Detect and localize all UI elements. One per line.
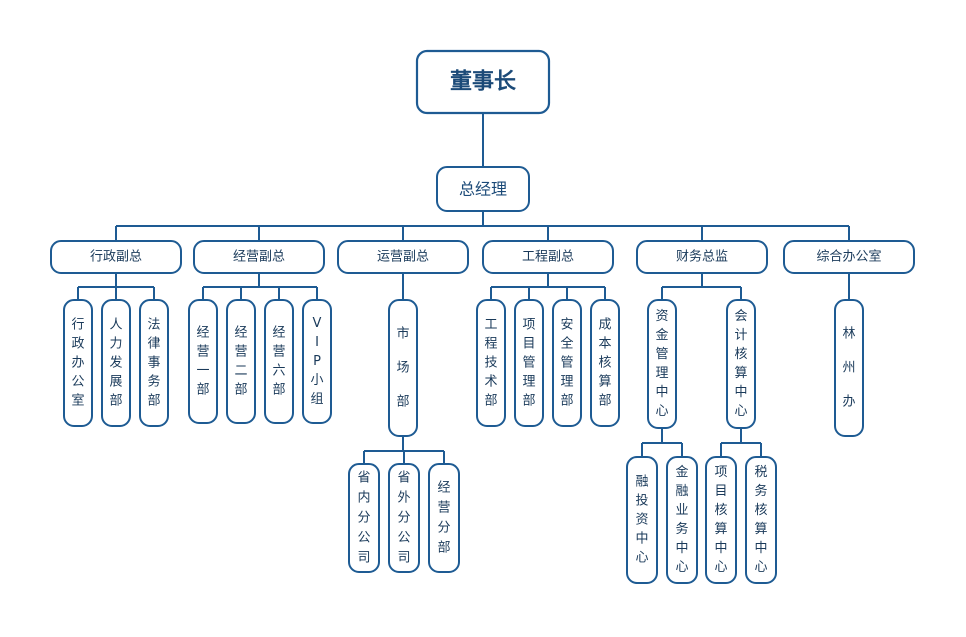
vp-node-4-label: 财务总监 <box>676 249 728 265</box>
vp-node-5: 综合办公室 <box>783 240 915 274</box>
vp-node-1-label: 经营副总 <box>233 250 285 265</box>
finance-sub-node-1-0-label: 项目核算中心 <box>714 465 727 575</box>
market-sub-node-2-box <box>428 463 460 573</box>
dept-node-4-0-label: 资金管理中心 <box>655 309 668 419</box>
vp-node-3: 工程副总 <box>482 240 614 274</box>
finance-sub-node-0-0-box <box>626 456 658 584</box>
dept-node-4-0: 资金管理中心 <box>647 299 677 429</box>
gm-node-label: 总经理 <box>459 180 507 199</box>
market-sub-node-2: 经营分部 <box>428 463 460 573</box>
root-node-label: 董事长 <box>450 69 517 95</box>
finance-sub-node-0-1-label: 金融业务中心 <box>675 464 688 575</box>
finance-sub-node-1-1-label: 税务核算中心 <box>754 465 767 575</box>
finance-sub-node-0-0: 融投资中心 <box>626 456 658 584</box>
dept-node-5-0-box <box>834 299 864 437</box>
finance-sub-node-1-1: 税务核算中心 <box>745 456 777 584</box>
dept-node-3-0-label: 工程技术部 <box>484 318 497 409</box>
market-sub-node-0: 省内分公司 <box>348 463 380 573</box>
dept-node-3-0: 工程技术部 <box>476 299 506 427</box>
dept-node-3-3-label: 成本核算部 <box>598 318 611 409</box>
market-sub-node-1: 省外分公司 <box>388 463 420 573</box>
dept-node-0-2-box <box>139 299 169 427</box>
finance-sub-node-1-1-box <box>745 456 777 584</box>
finance-sub-node-0-0-label: 融投资中心 <box>635 475 648 566</box>
finance-sub-node-1-0: 项目核算中心 <box>705 456 737 584</box>
dept-node-2-0-label: 市场部 <box>396 326 409 410</box>
dept-node-0-0-box <box>63 299 93 427</box>
finance-sub-node-0-1-box <box>666 456 698 584</box>
dept-node-3-1: 项目管理部 <box>514 299 544 427</box>
dept-node-0-0: 行政办公室 <box>63 299 93 427</box>
dept-node-3-1-label: 项目管理部 <box>522 318 535 409</box>
dept-node-2-0: 市场部 <box>388 299 418 437</box>
dept-node-0-1: 人力发展部 <box>101 299 131 427</box>
vp-node-1: 经营副总 <box>193 240 325 274</box>
dept-node-1-2: 经营六部 <box>264 299 294 424</box>
dept-node-1-1: 经营二部 <box>226 299 256 424</box>
dept-node-1-0: 经营一部 <box>188 299 218 424</box>
dept-node-4-1: 会计核算中心 <box>726 299 756 429</box>
dept-node-0-2: 法律事务部 <box>139 299 169 427</box>
gm-node: 总经理 <box>436 166 530 212</box>
finance-sub-node-1-0-box <box>705 456 737 584</box>
dept-node-0-1-box <box>101 299 131 427</box>
dept-node-1-3-box <box>302 299 332 424</box>
dept-node-1-0-box <box>188 299 218 424</box>
dept-node-3-2: 安全管理部 <box>552 299 582 427</box>
dept-node-1-1-label: 经营二部 <box>234 326 247 398</box>
dept-node-3-2-label: 安全管理部 <box>560 318 573 409</box>
dept-node-1-2-box <box>264 299 294 424</box>
vp-node-4: 财务总监 <box>636 240 768 274</box>
market-sub-node-0-label: 省内分公司 <box>357 471 370 566</box>
dept-node-1-2-label: 经营六部 <box>272 326 285 398</box>
vp-node-0: 行政副总 <box>50 240 182 274</box>
dept-node-3-3: 成本核算部 <box>590 299 620 427</box>
vp-node-2: 运营副总 <box>337 240 469 274</box>
dept-node-4-1-label: 会计核算中心 <box>734 309 747 419</box>
dept-node-3-1-box <box>514 299 544 427</box>
root-node: 董事长 <box>415 49 551 115</box>
market-sub-node-1-box <box>388 463 420 573</box>
dept-node-0-2-label: 法律事务部 <box>147 318 160 409</box>
root-node-box <box>415 49 551 115</box>
dept-node-3-0-box <box>476 299 506 427</box>
dept-node-5-0-label: 林州办 <box>842 327 855 410</box>
dept-node-3-2-box <box>552 299 582 427</box>
vp-node-2-label: 运营副总 <box>377 250 429 265</box>
dept-node-1-0-label: 经营一部 <box>196 326 209 398</box>
vp-node-5-label: 综合办公室 <box>816 249 881 265</box>
market-sub-node-0-box <box>348 463 380 573</box>
dept-node-3-3-box <box>590 299 620 427</box>
finance-sub-node-0-1: 金融业务中心 <box>666 456 698 584</box>
vp-node-0-label: 行政副总 <box>90 250 142 265</box>
market-sub-node-1-label: 省外分公司 <box>397 471 410 566</box>
vp-node-3-label: 工程副总 <box>522 250 574 265</box>
market-sub-node-2-label: 经营分部 <box>437 481 450 556</box>
dept-node-1-1-box <box>226 299 256 424</box>
dept-node-0-0-label: 行政办公室 <box>71 318 84 409</box>
dept-node-0-1-label: 人力发展部 <box>109 318 122 409</box>
dept-node-5-0: 林州办 <box>834 299 864 437</box>
